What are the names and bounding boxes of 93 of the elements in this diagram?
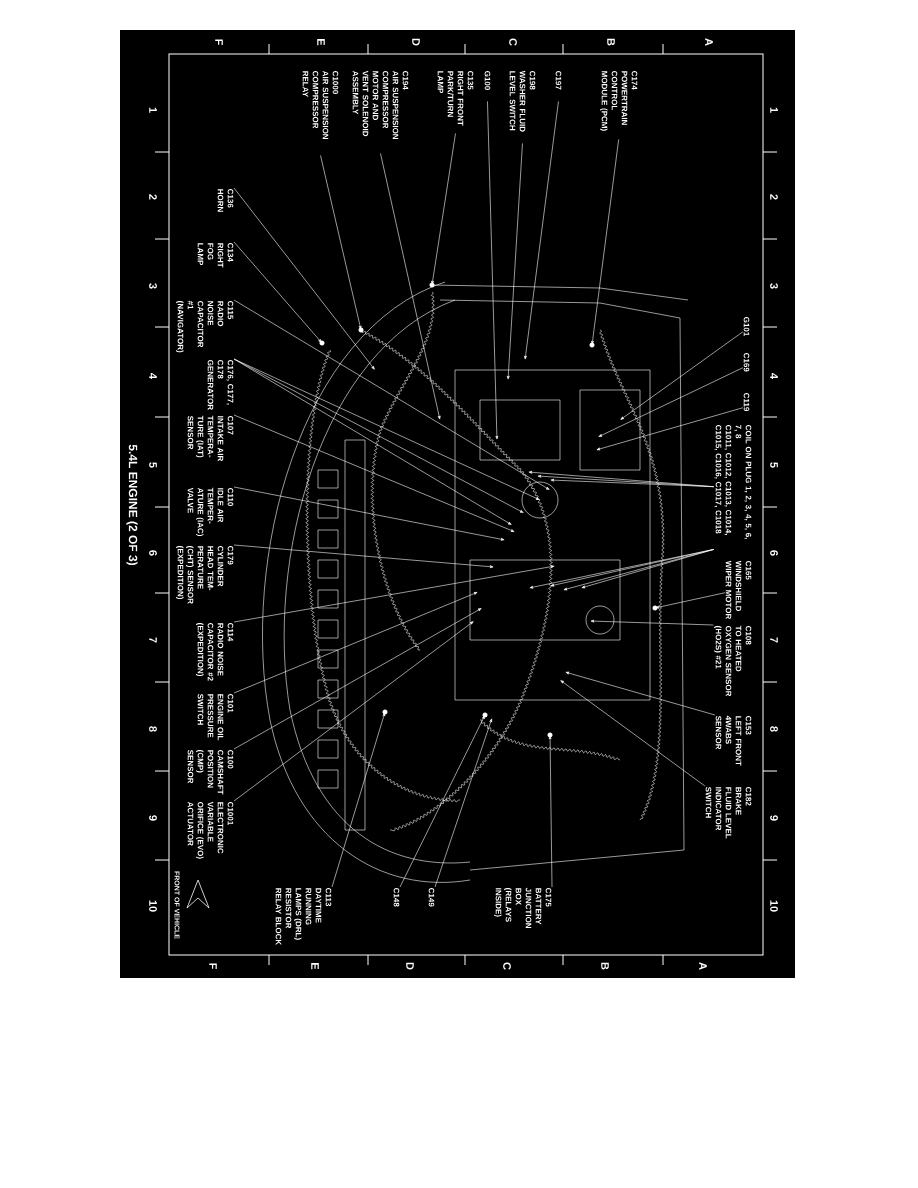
leader-line xyxy=(233,621,474,802)
grid-number: 8 xyxy=(770,726,778,732)
leader-line xyxy=(598,367,744,437)
leader-line xyxy=(524,101,559,360)
leader-line xyxy=(565,671,716,716)
callout-label: C179 CYLINDER HEAD TEM- PERATURE (CHT) SENSOR (EXPEDITION) xyxy=(176,546,234,604)
callout-label: C182 BRAKE FLUID LEVEL INDICATOR SWITCH xyxy=(705,786,752,839)
callout-label: C175 BATTERY JUNCTION BOX (RELAYS INSIDE) xyxy=(494,887,552,929)
grid-number: 1 xyxy=(149,107,157,113)
leader-line xyxy=(655,592,726,609)
leader-line xyxy=(560,680,706,787)
callout-label: C1000 AIR SUSPENSION COMPRESSOR RELAY xyxy=(302,70,339,140)
grid-number: 5 xyxy=(770,462,778,468)
callout-label: G100 xyxy=(484,71,491,90)
grid-letter: B xyxy=(607,38,615,46)
grid-number: 1 xyxy=(770,107,778,113)
grid-letter: D xyxy=(406,962,414,970)
callout-label: C197 xyxy=(555,71,562,90)
grid-number: 9 xyxy=(770,815,778,821)
callout-label: C165 WINDSHIELD WIPER MOTOR xyxy=(725,560,752,620)
leader-line xyxy=(548,735,553,888)
callout-label: C108 TO HEATED OXYGEN SENSOR (HO2S) #21 xyxy=(714,625,752,697)
callout-label: C107 INTAKE AIR TEMPERA- TURE (IAT) SENSOR xyxy=(187,415,234,462)
leader-line xyxy=(233,592,478,694)
leader-line xyxy=(331,712,386,888)
callout-label: C101 ENGINE OIL PRESSURE SWITCH xyxy=(197,693,234,741)
leader-line xyxy=(233,299,550,490)
leader-line xyxy=(591,139,619,345)
leader-line xyxy=(596,407,744,451)
callout-label: C169 xyxy=(743,353,750,372)
leader-line xyxy=(233,608,482,750)
grid-number: 4 xyxy=(149,373,157,379)
grid-number: 8 xyxy=(149,726,157,732)
leader-line xyxy=(434,718,493,888)
leader-line xyxy=(233,565,555,623)
grid-letter: A xyxy=(705,38,713,46)
grid-number: 7 xyxy=(149,637,157,643)
callout-label: C113 DAYTIME RUNNING LAMPS (DRL) RESISTOR RELAY BLOCK xyxy=(275,888,332,946)
grid-number: 2 xyxy=(770,194,778,200)
grid-number: 10 xyxy=(149,900,157,912)
grid-letter: C xyxy=(503,962,511,970)
grid-letter: D xyxy=(412,38,420,46)
leader-line xyxy=(233,544,494,569)
callout-label: C134 RIGHT FOG LAMP xyxy=(197,243,234,268)
grid-number: 9 xyxy=(149,815,157,821)
leader-line xyxy=(320,155,362,330)
grid-letter: B xyxy=(601,962,609,970)
callout-label: C136 HORN xyxy=(217,189,234,212)
callout-label: C135 RIGHT FRONT PARK/TURN LAMP xyxy=(437,71,474,126)
grid-number: 6 xyxy=(770,550,778,556)
leader-line xyxy=(620,331,744,420)
grid-letter: A xyxy=(699,962,707,970)
callout-label: C110 IDLE AIR TEMPER- ATURE (IAC) VALVE xyxy=(187,487,234,537)
callout-label: C119 xyxy=(743,393,750,412)
grid-number: 6 xyxy=(149,550,157,556)
callout-label: C153 LEFT FRONT 4WABS SENSOR xyxy=(715,715,752,766)
callout-label: C114 RADIO NOISE CAPACITOR #2 (EXPEDITION) xyxy=(196,623,234,681)
grid-letter: C xyxy=(509,38,517,46)
grid-number: 4 xyxy=(770,373,778,379)
leader-line xyxy=(431,133,456,285)
grid-number: 5 xyxy=(149,462,157,468)
leader-line xyxy=(233,241,322,343)
leader-line xyxy=(487,101,499,440)
leader-line xyxy=(380,153,441,420)
callout-label: C1001 ELECTRONIC VARIABLE ORIFICE (EVO) ACTUATOR xyxy=(187,801,234,859)
callout-label: C148 xyxy=(393,888,400,907)
leader-line xyxy=(233,187,375,370)
callout-label: C194 AIR SUSPENSION COMPRESSOR MOTOR AND VENT SOLENOID ASSEMBLY xyxy=(352,70,409,140)
grid-letter: E xyxy=(317,39,325,46)
callout-label: G101 xyxy=(743,317,750,337)
callout-label: C100 CAMSHAFT POSITION (CMP) SENSOR xyxy=(187,749,234,795)
callout-label: C198 WASHER FLUID LEVEL SWITCH xyxy=(509,70,536,132)
grid-number: 3 xyxy=(149,283,157,289)
leader-line xyxy=(399,715,485,888)
callout-label: C174 POWERTRAIN CONTROL MODULE (PCM) xyxy=(600,71,638,131)
grid-number: 7 xyxy=(770,637,778,643)
callout-label: C115 RADIO NOISE CAPACITOR #1 (NAVIGATOR) xyxy=(176,300,234,353)
callout-label: C149 xyxy=(428,888,435,907)
page-title: 5.4L ENGINE (2 OF 3) xyxy=(126,444,138,566)
leader-line xyxy=(590,619,714,626)
leader-line xyxy=(233,486,505,541)
callout-label: COIL ON PLUG 1, 2, 3, 4, 5, 6, 7, 8 C1011, C1012, C1013, C1014, C1015, C1016, C1017, C1018 xyxy=(714,425,752,539)
grid-number: 3 xyxy=(770,283,778,289)
grid-letter: F xyxy=(209,963,217,969)
leader-line xyxy=(581,549,715,589)
grid-letter: F xyxy=(215,39,223,45)
leader-line xyxy=(233,414,515,532)
grid-number: 10 xyxy=(770,900,778,912)
grid-number: 2 xyxy=(149,194,157,200)
leader-line xyxy=(550,478,715,487)
callout-label: C176, C177, C178 GENERATOR xyxy=(207,360,234,410)
grid-letter: E xyxy=(311,963,319,970)
leader-line xyxy=(506,143,523,380)
